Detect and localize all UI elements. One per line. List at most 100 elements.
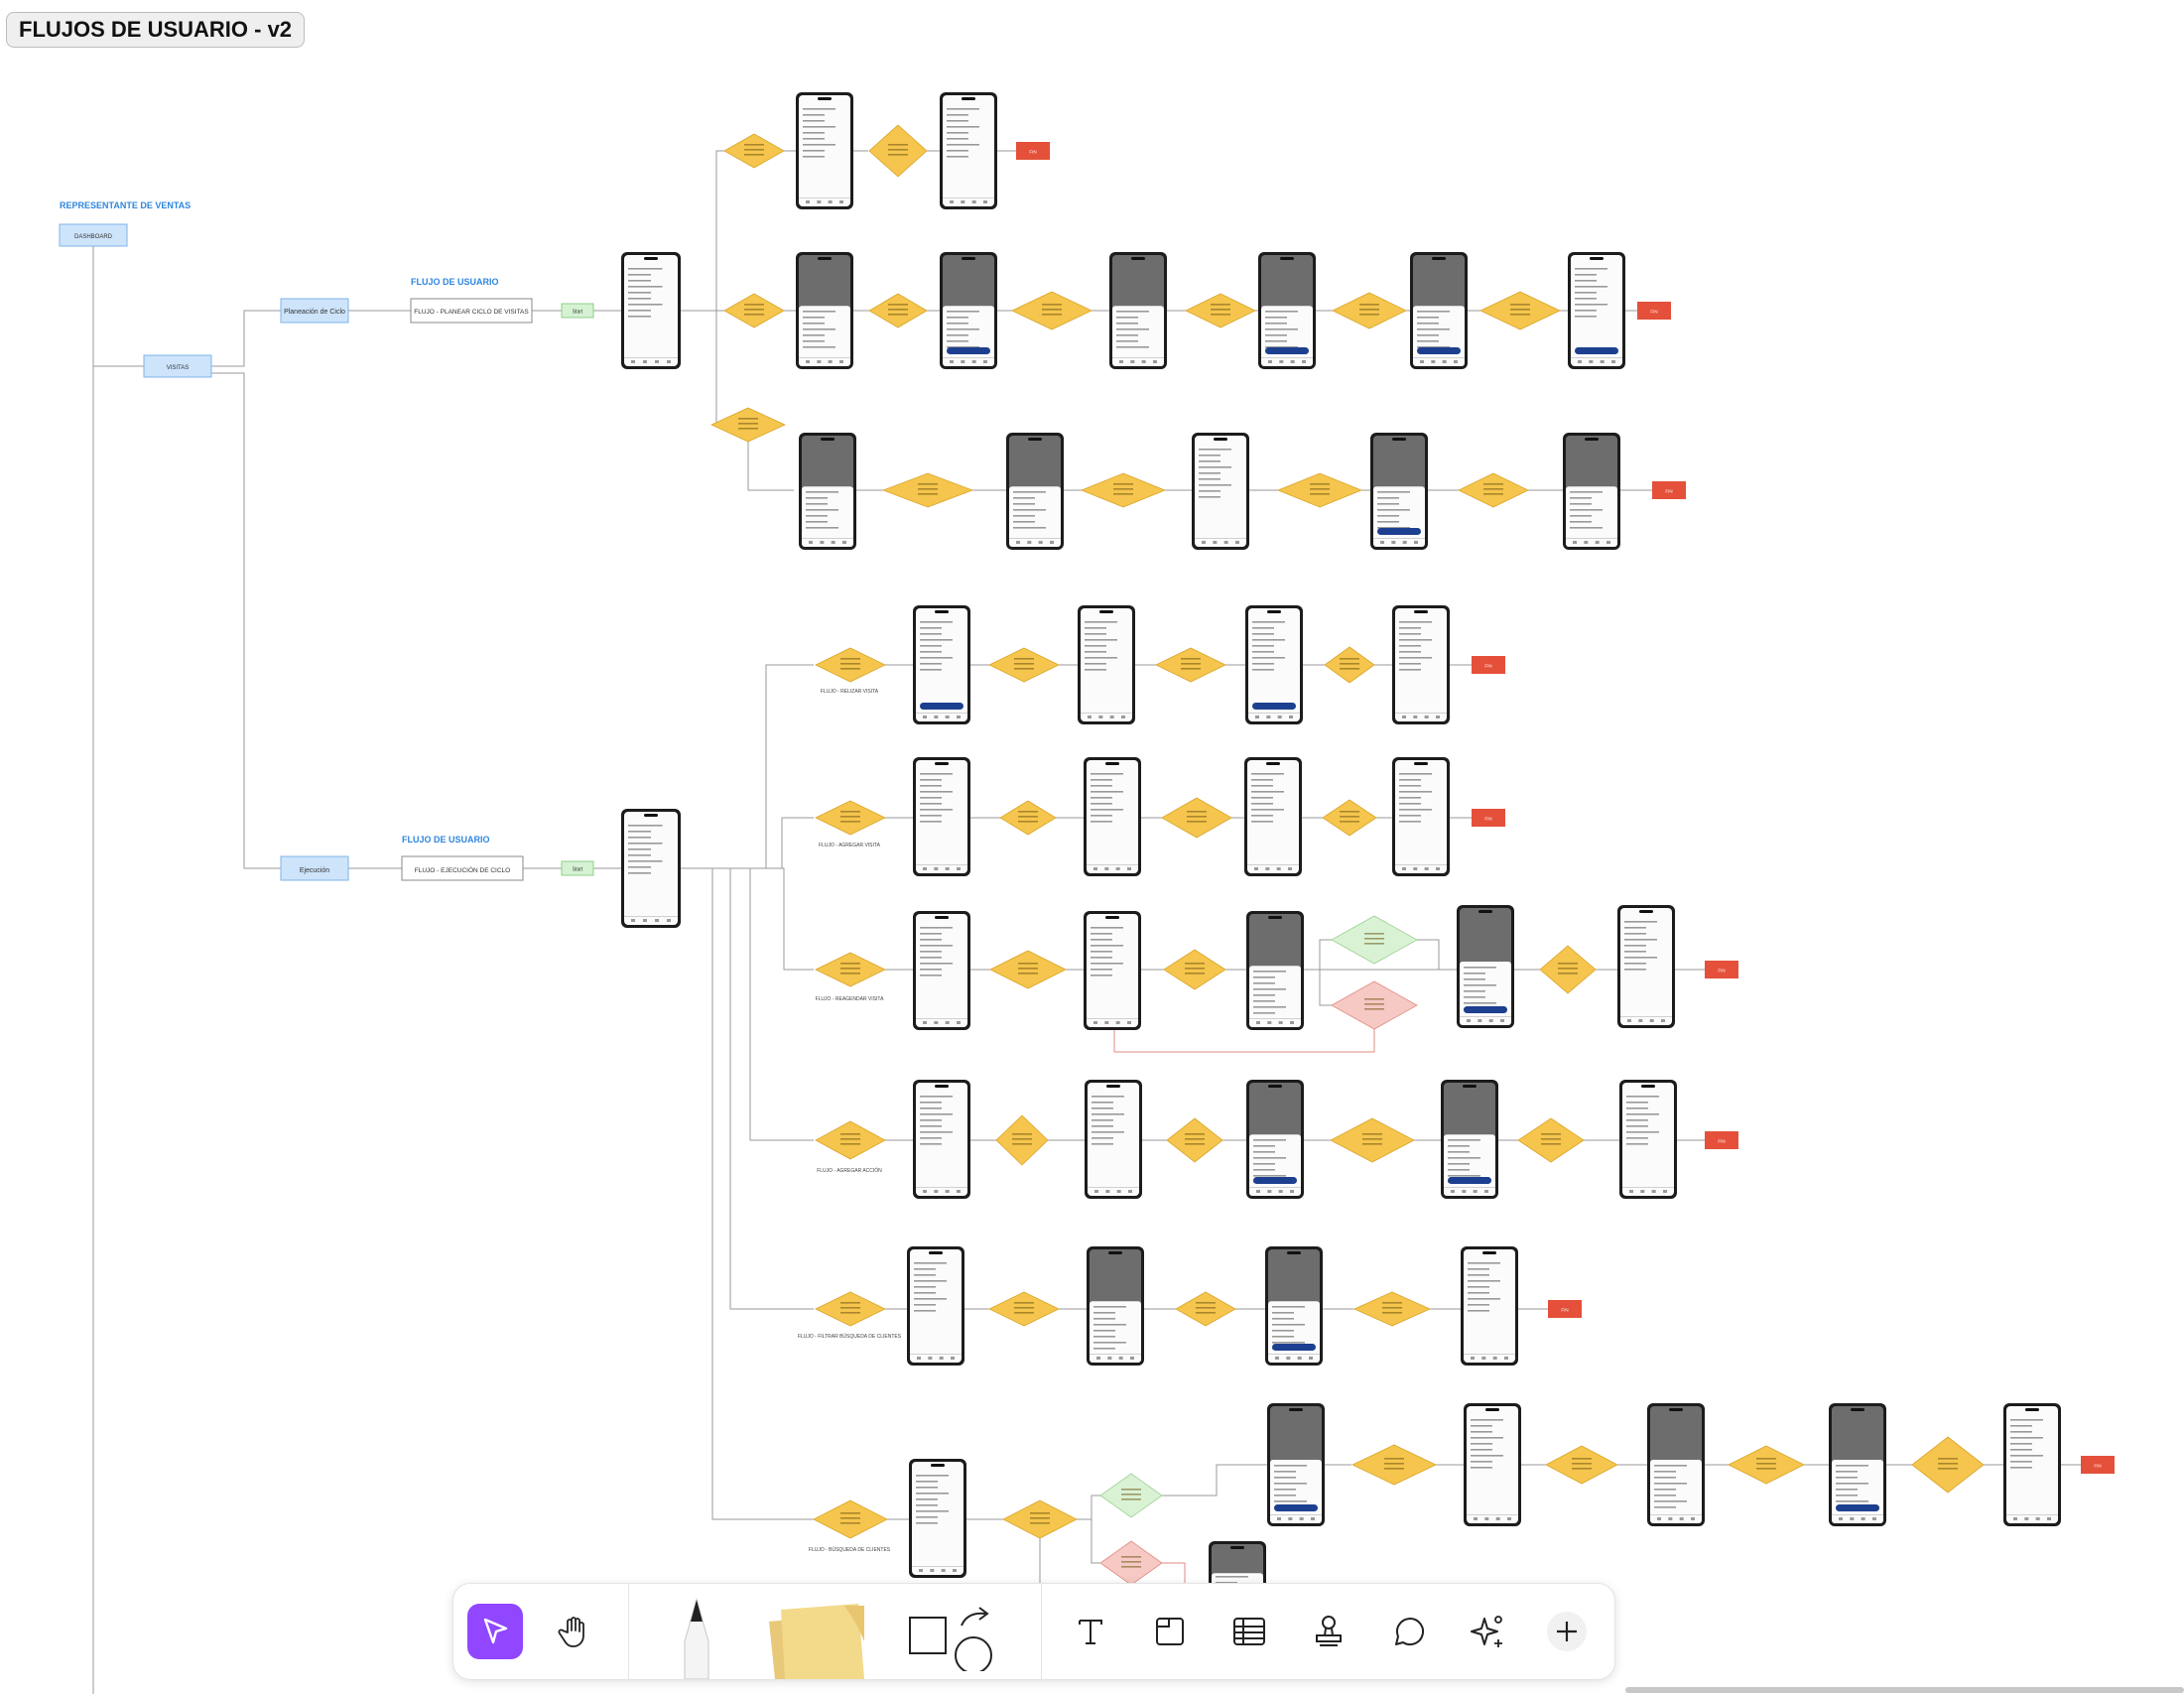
decision-node[interactable] bbox=[1080, 472, 1167, 508]
phone-screen-mockup[interactable] bbox=[1245, 605, 1303, 724]
phone-screen-mockup[interactable] bbox=[1246, 1080, 1304, 1199]
phone-screen-mockup[interactable] bbox=[1410, 252, 1468, 369]
phone-screen-mockup[interactable] bbox=[1078, 605, 1135, 724]
decision-node[interactable] bbox=[1728, 1445, 1805, 1485]
decision-node[interactable] bbox=[1155, 647, 1226, 683]
decision-node[interactable] bbox=[815, 800, 886, 836]
phone-screen-mockup[interactable] bbox=[913, 757, 970, 876]
decision-node[interactable] bbox=[1545, 1445, 1618, 1485]
section-tool-button[interactable] bbox=[1142, 1604, 1198, 1659]
phone-screen-mockup[interactable] bbox=[2003, 1403, 2061, 1526]
decision-node[interactable] bbox=[1351, 1444, 1437, 1486]
decision-node[interactable] bbox=[723, 133, 785, 169]
decision-node[interactable] bbox=[815, 952, 886, 987]
decision-node[interactable] bbox=[995, 1114, 1049, 1166]
decision-node[interactable] bbox=[1458, 472, 1529, 508]
hand-tool-button[interactable] bbox=[547, 1604, 602, 1659]
error-decision-node[interactable] bbox=[1099, 1540, 1163, 1586]
ejecucion-node[interactable] bbox=[280, 855, 349, 881]
decision-node[interactable] bbox=[1517, 1117, 1585, 1163]
decision-node[interactable] bbox=[1002, 1499, 1078, 1539]
error-decision-node[interactable] bbox=[1331, 980, 1418, 1030]
decision-node[interactable] bbox=[1353, 1291, 1431, 1327]
pen-tool-button[interactable] bbox=[662, 1598, 731, 1679]
decision-node[interactable] bbox=[1539, 945, 1597, 994]
decision-node[interactable] bbox=[1332, 292, 1407, 329]
phone-screen-mockup[interactable] bbox=[1617, 905, 1675, 1028]
phone-screen-mockup[interactable] bbox=[1085, 1080, 1142, 1199]
phone-screen-mockup[interactable] bbox=[907, 1246, 964, 1366]
phone-screen-mockup[interactable] bbox=[1619, 1080, 1677, 1199]
phone-screen-mockup[interactable] bbox=[913, 911, 970, 1030]
decision-node[interactable] bbox=[1911, 1436, 1985, 1494]
stamp-tool-button[interactable] bbox=[1301, 1604, 1356, 1659]
decision-node[interactable] bbox=[988, 1291, 1060, 1327]
end-node[interactable]: FIN bbox=[1705, 1131, 1738, 1149]
phone-screen-mockup[interactable] bbox=[1647, 1403, 1705, 1526]
phone-screen-mockup[interactable] bbox=[1441, 1080, 1498, 1199]
sticky-note-tool-button[interactable] bbox=[761, 1602, 870, 1679]
decision-node[interactable] bbox=[1011, 291, 1092, 330]
phone-screen-mockup[interactable] bbox=[1464, 1403, 1521, 1526]
decision-node[interactable] bbox=[1330, 1117, 1415, 1163]
phone-screen-mockup[interactable] bbox=[621, 252, 681, 369]
start-node-ejecucion[interactable] bbox=[561, 860, 594, 876]
decision-node[interactable] bbox=[815, 1120, 886, 1160]
phone-screen-mockup[interactable] bbox=[1267, 1403, 1325, 1526]
phone-screen-mockup[interactable] bbox=[1370, 433, 1428, 550]
start-node-planear[interactable] bbox=[561, 303, 594, 319]
phone-screen-mockup[interactable] bbox=[799, 433, 856, 550]
phone-screen-mockup[interactable] bbox=[796, 92, 853, 209]
phone-screen-mockup[interactable] bbox=[1568, 252, 1625, 369]
decision-node[interactable] bbox=[999, 800, 1057, 836]
end-node[interactable]: FIN bbox=[1637, 302, 1671, 320]
phone-screen-mockup[interactable] bbox=[913, 1080, 970, 1199]
flujo-ejecucion-node[interactable] bbox=[401, 855, 524, 881]
end-node[interactable]: FIN bbox=[1016, 142, 1050, 160]
decision-node[interactable] bbox=[815, 647, 886, 683]
decision-node[interactable] bbox=[813, 1499, 888, 1539]
phone-screen-mockup[interactable] bbox=[1006, 433, 1064, 550]
visitas-node[interactable] bbox=[143, 354, 212, 378]
board-title[interactable]: FLUJOS DE USUARIO - v2 bbox=[6, 12, 306, 48]
decision-node[interactable] bbox=[723, 293, 785, 328]
decision-node[interactable] bbox=[1322, 799, 1377, 837]
end-node[interactable]: FIN bbox=[1472, 809, 1505, 827]
phone-screen-mockup[interactable] bbox=[909, 1459, 966, 1578]
add-tool-button[interactable] bbox=[1539, 1604, 1595, 1659]
horizontal-scrollbar[interactable] bbox=[1625, 1687, 2184, 1693]
phone-screen-mockup[interactable] bbox=[1392, 757, 1450, 876]
phone-screen-mockup[interactable] bbox=[796, 252, 853, 369]
decision-node[interactable] bbox=[710, 407, 786, 443]
comment-tool-button[interactable] bbox=[1380, 1604, 1436, 1659]
decision-node[interactable] bbox=[1166, 1117, 1223, 1163]
end-node[interactable]: FIN bbox=[1472, 656, 1505, 674]
success-decision-node[interactable] bbox=[1099, 1473, 1163, 1518]
phone-screen-mockup[interactable] bbox=[913, 605, 970, 724]
success-decision-node[interactable] bbox=[1331, 915, 1418, 965]
shapes-tool-button[interactable] bbox=[904, 1600, 1013, 1671]
decision-node[interactable] bbox=[868, 124, 928, 178]
decision-node[interactable] bbox=[1175, 1291, 1236, 1327]
phone-screen-mockup[interactable] bbox=[1392, 605, 1450, 724]
dashboard-node[interactable] bbox=[59, 223, 128, 247]
planeacion-node[interactable] bbox=[280, 298, 349, 324]
phone-screen-mockup[interactable] bbox=[1457, 905, 1514, 1028]
table-tool-button[interactable] bbox=[1221, 1604, 1277, 1659]
phone-screen-mockup[interactable] bbox=[1829, 1403, 1886, 1526]
phone-screen-mockup[interactable] bbox=[1109, 252, 1167, 369]
phone-screen-mockup[interactable] bbox=[1246, 911, 1304, 1030]
text-tool-button[interactable] bbox=[1063, 1604, 1118, 1659]
end-node[interactable]: FIN bbox=[1652, 481, 1686, 499]
end-node[interactable]: FIN bbox=[2081, 1456, 2115, 1474]
decision-node[interactable] bbox=[988, 647, 1060, 683]
decision-node[interactable] bbox=[1185, 293, 1256, 328]
end-node[interactable]: FIN bbox=[1548, 1300, 1582, 1318]
phone-screen-mockup[interactable] bbox=[1265, 1246, 1323, 1366]
decision-node[interactable] bbox=[989, 950, 1067, 989]
pointer-tool-button[interactable] bbox=[467, 1604, 523, 1659]
phone-screen-mockup[interactable] bbox=[1258, 252, 1316, 369]
decision-node[interactable] bbox=[1276, 472, 1363, 508]
decision-node[interactable] bbox=[868, 293, 928, 328]
